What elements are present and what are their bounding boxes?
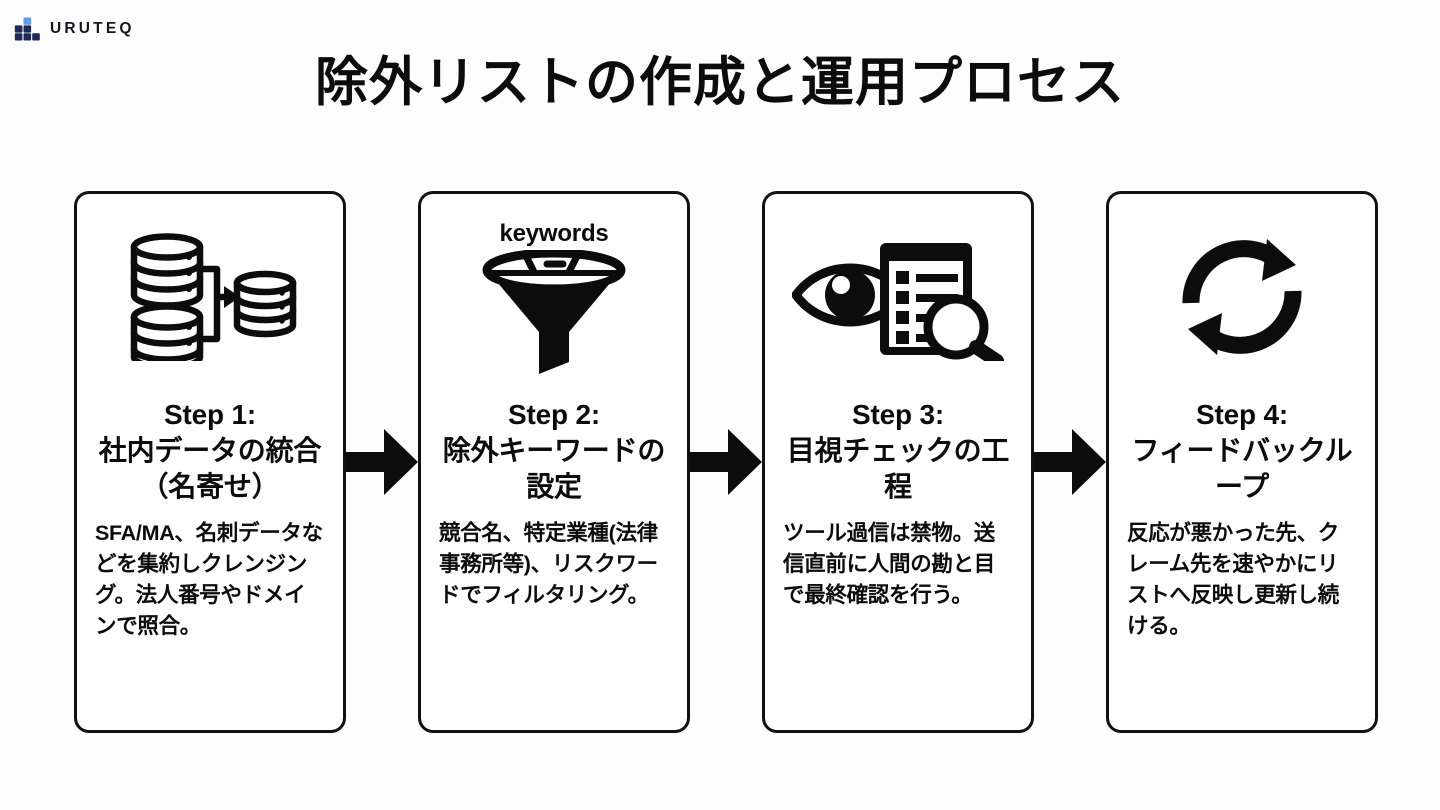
step-heading-ja-1: 社内データの統合（名寄せ）: [98, 434, 322, 502]
refresh-loop-icon: [1123, 214, 1361, 379]
database-merge-icon: [91, 214, 329, 379]
step-heading-en-1: Step 1:: [164, 399, 256, 430]
step-card-3: Step 3: 目視チェックの工程 ツール過信は禁物。送信直前に人間の勘と目で最…: [762, 191, 1034, 733]
flow-arrow-2: [690, 191, 762, 733]
step-body-3: ツール過信は禁物。送信直前に人間の勘と目で最終確認を行う。: [783, 521, 996, 608]
step-heading-ja-3: 目視チェックの工程: [786, 434, 1010, 502]
uruteq-blocks-logo-icon: [14, 17, 40, 41]
flow-arrow-3: [1034, 191, 1106, 733]
step-body-2: 競合名、特定業種(法律事務所等)、リスクワードでフィルタリング。: [439, 521, 658, 608]
brand-logo: URUTEQ: [14, 14, 135, 44]
step-heading-1: Step 1: 社内データの統合（名寄せ）: [91, 397, 329, 504]
arrow-right-icon: [1034, 429, 1106, 495]
process-flow: Step 1: 社内データの統合（名寄せ） SFA/MA、名刺データなどを集約し…: [74, 191, 1378, 733]
step-heading-en-2: Step 2:: [508, 399, 600, 430]
step-heading-4: Step 4: フィードバックループ: [1123, 397, 1361, 504]
flow-arrow-1: [346, 191, 418, 733]
funnel-icon-label: keywords: [499, 219, 609, 247]
step-card-1: Step 1: 社内データの統合（名寄せ） SFA/MA、名刺データなどを集約し…: [74, 191, 346, 733]
step-heading-2: Step 2: 除外キーワードの設定: [435, 397, 673, 504]
step-card-2: keywords Step 2: 除外キーワードの設定 競合名、特定業種(法律事…: [418, 191, 690, 733]
arrow-right-icon: [346, 429, 418, 495]
funnel-filter-icon: keywords: [435, 214, 673, 379]
step-heading-3: Step 3: 目視チェックの工程: [779, 397, 1017, 504]
brand-name: URUTEQ: [50, 20, 135, 38]
arrow-right-icon: [690, 429, 762, 495]
step-heading-ja-2: 除外キーワードの設定: [442, 434, 666, 502]
step-heading-ja-4: フィードバックループ: [1131, 434, 1353, 502]
step-heading-en-4: Step 4:: [1196, 399, 1288, 430]
step-body-1: SFA/MA、名刺データなどを集約しクレンジング。法人番号やドメインで照合。: [95, 521, 323, 639]
step-card-4: Step 4: フィードバックループ 反応が悪かった先、クレーム先を速やかにリス…: [1106, 191, 1378, 733]
page-title: 除外リストの作成と運用プロセス: [315, 53, 1125, 112]
step-body-4: 反応が悪かった先、クレーム先を速やかにリストへ反映し更新し続ける。: [1127, 521, 1340, 639]
eye-checklist-magnifier-icon: [779, 214, 1017, 379]
step-heading-en-3: Step 3:: [852, 399, 944, 430]
